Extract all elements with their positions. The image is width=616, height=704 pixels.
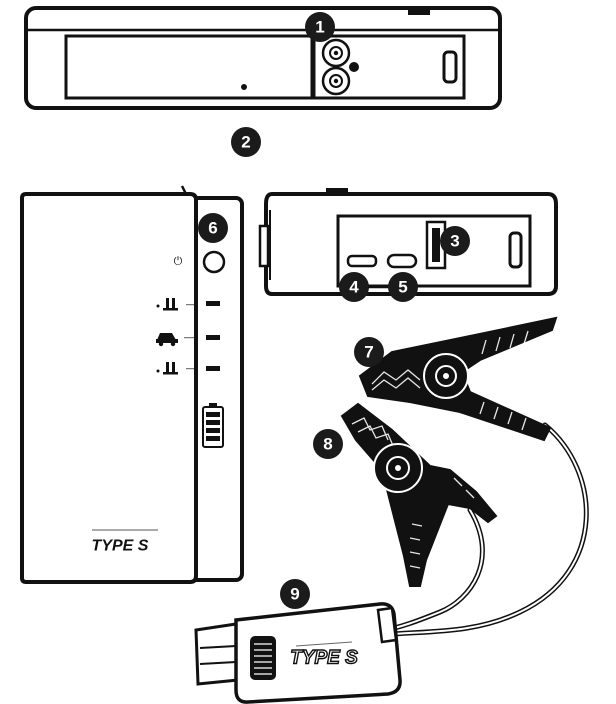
callout-2: 2 xyxy=(231,127,261,157)
clamp-cables xyxy=(369,422,589,639)
side-slot xyxy=(508,231,523,269)
connector-logo: TYPE S xyxy=(290,648,358,669)
svg-text:8: 8 xyxy=(323,435,332,454)
usb-side-view xyxy=(258,188,558,296)
callout-9: 9 xyxy=(280,579,310,609)
callout-3: 3 xyxy=(440,226,470,256)
clamp-upper xyxy=(358,316,558,442)
indicator-led-3 xyxy=(206,366,220,371)
callout-5: 5 xyxy=(388,272,418,302)
battery-level-icon xyxy=(202,403,224,448)
power-icon: ⏻ xyxy=(174,255,183,268)
svg-text:1: 1 xyxy=(315,18,324,37)
cover-pin xyxy=(241,84,247,90)
callout-1: 1 xyxy=(305,12,335,42)
side-slot xyxy=(442,50,458,84)
svg-text:7: 7 xyxy=(364,343,373,362)
usb-c-port-icon[interactable] xyxy=(386,253,418,269)
svg-text:2: 2 xyxy=(241,133,250,152)
front-face-view: ⏻ — — xyxy=(20,185,244,584)
port-led-dot xyxy=(349,62,359,72)
indicator-led-2 xyxy=(206,335,220,340)
indicator-row-battery-clamp: — xyxy=(156,298,220,311)
side-cover-panel xyxy=(64,34,314,100)
micro-usb-port-icon[interactable] xyxy=(346,254,378,268)
indicator-led-1 xyxy=(206,301,220,306)
svg-text:3: 3 xyxy=(450,232,459,251)
connector-grip[interactable] xyxy=(250,636,276,680)
brand-logo: TYPE S xyxy=(92,538,149,555)
svg-text:6: 6 xyxy=(208,219,217,238)
car-icon xyxy=(156,333,178,347)
svg-text:5: 5 xyxy=(398,278,407,297)
power-button[interactable] xyxy=(202,250,226,274)
eps-port-bottom xyxy=(321,66,351,96)
voltage-icon xyxy=(156,362,178,375)
usb-a-port-icon[interactable] xyxy=(425,220,447,270)
callout-7: 7 xyxy=(354,337,384,367)
eps-port-top xyxy=(321,38,351,68)
indicator-dash: — xyxy=(184,333,194,344)
indicator-row-voltage: — xyxy=(156,362,220,375)
svg-text:9: 9 xyxy=(290,585,299,604)
indicator-dash: — xyxy=(186,300,196,311)
clamp-lower xyxy=(340,402,498,587)
callout-4: 4 xyxy=(339,272,369,302)
svg-text:4: 4 xyxy=(349,278,359,297)
battery-clamp-icon xyxy=(156,298,178,311)
indicator-row-car: — xyxy=(156,333,220,347)
callout-6: 6 xyxy=(198,213,228,243)
top-side-view xyxy=(24,6,502,110)
indicator-dash: — xyxy=(186,364,196,375)
callout-8: 8 xyxy=(313,429,343,459)
smart-cable-connector: TYPE S xyxy=(194,602,402,704)
